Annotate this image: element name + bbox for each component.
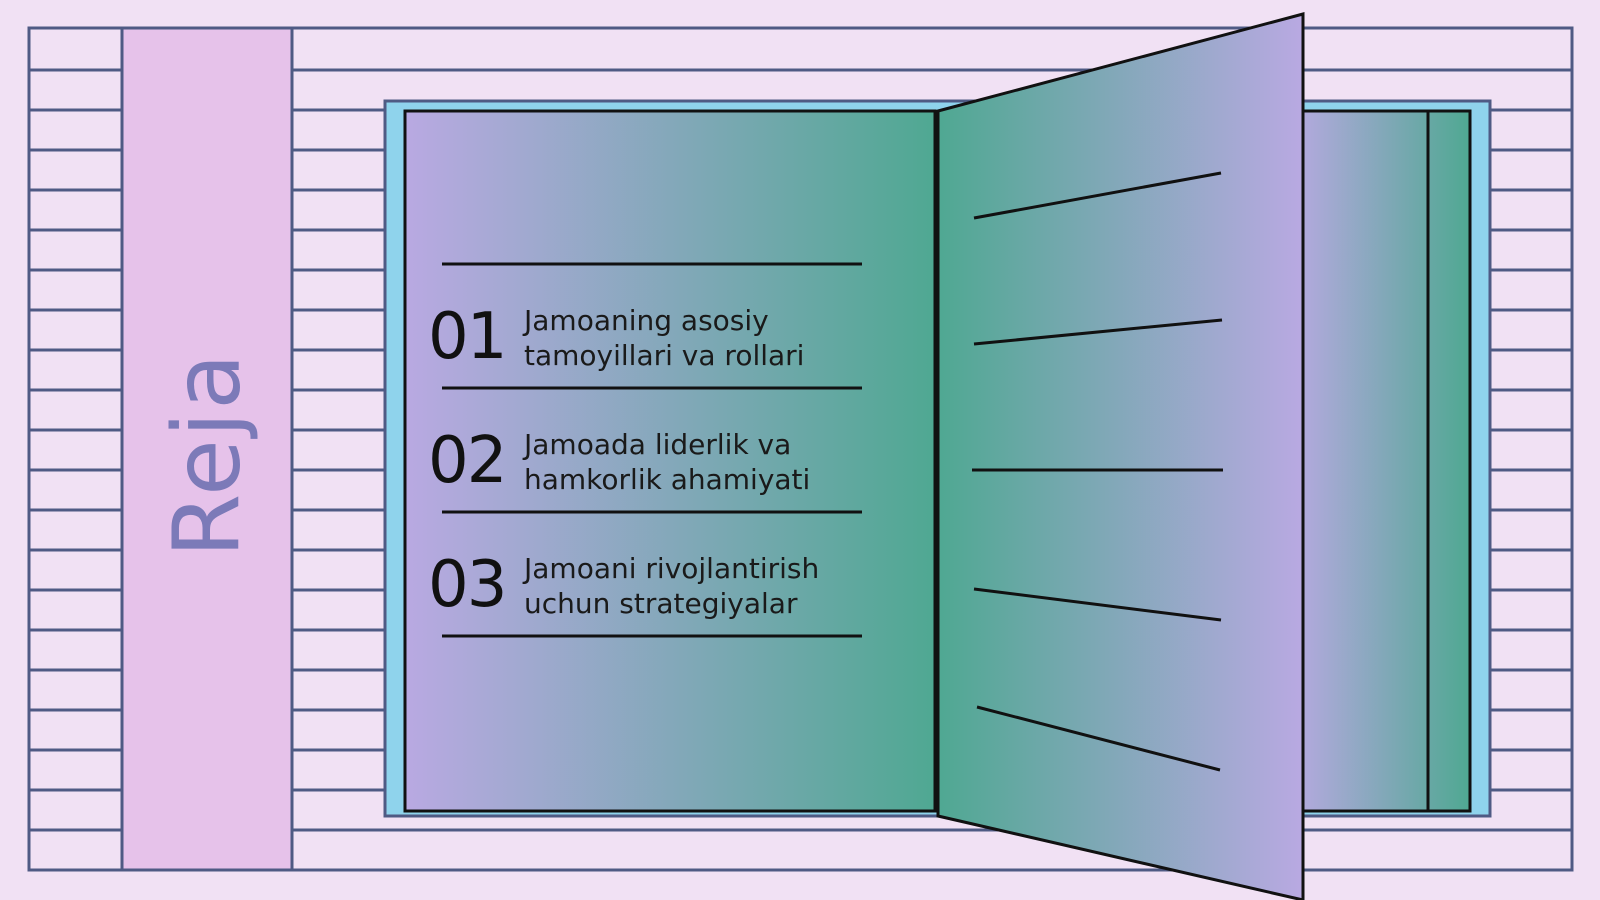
item-number: 03 — [428, 548, 507, 622]
list-item: 01 Jamoaning asosiy tamoyillari va rolla… — [428, 297, 868, 377]
title-container: Reja — [122, 28, 292, 870]
item-text: Jamoaning asosiy tamoyillari va rollari — [524, 304, 805, 372]
left-page — [403, 109, 937, 813]
item-number: 01 — [428, 300, 507, 374]
item-number: 02 — [428, 424, 507, 498]
turning-page — [936, 12, 1305, 900]
turning-page-lines — [972, 171, 1223, 772]
item-text: Jamoada liderlik va hamkorlik ahamiyati — [524, 428, 811, 496]
list-item: 02 Jamoada liderlik va hamkorlik ahamiya… — [428, 421, 868, 501]
book — [383, 12, 1492, 900]
title-banner — [120, 26, 294, 872]
right-page-edge — [1288, 109, 1472, 813]
item-text: Jamoani rivojlantirish uchun strategiyal… — [524, 552, 820, 620]
page-title: Reja — [153, 350, 261, 558]
list-item: 03 Jamoani rivojlantirish uchun strategi… — [428, 545, 868, 625]
